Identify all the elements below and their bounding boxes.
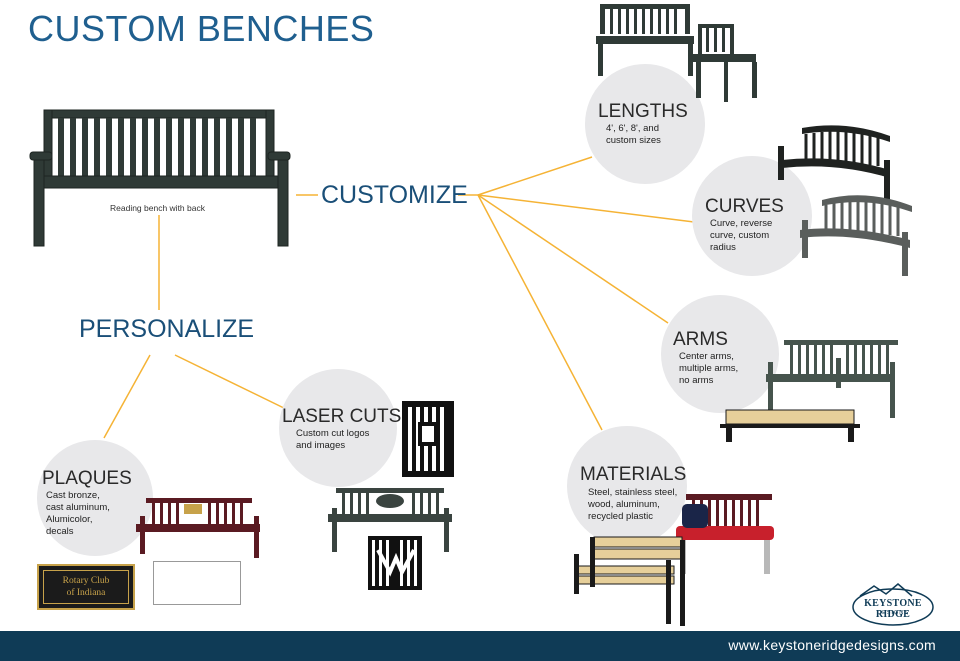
circle-curves [692, 156, 812, 276]
page-title: CUSTOM BENCHES [28, 8, 375, 49]
footer-website-url[interactable]: www.keystoneridgedesigns.com [728, 637, 936, 653]
materials-description: Steel, stainless steel, wood, aluminum, … [588, 487, 678, 522]
arms-title: ARMS [673, 329, 728, 350]
circle-materials [567, 426, 687, 546]
hero-bench-image [29, 109, 291, 247]
connector-lines [103, 156, 695, 439]
rotary-club-plaque-border: Rotary Club of Indiana [43, 570, 129, 604]
personalize-hub-label: PERSONALIZE [79, 315, 255, 343]
curves-description: Curve, reverse curve, custom radius [710, 218, 773, 253]
logo-subtext: DESIGNS [877, 610, 909, 616]
laser-cut-images [328, 401, 454, 590]
lengths-bench-images [596, 4, 757, 102]
materials-title: MATERIALS [580, 464, 687, 485]
arms-description: Center arms, multiple arms, no arms [679, 351, 739, 386]
curves-title: CURVES [705, 196, 784, 217]
circle-lengths [585, 64, 705, 184]
lengths-description: 4', 6', 8', and custom sizes [606, 123, 661, 146]
rotary-club-plaque: Rotary Club of Indiana [37, 564, 135, 610]
plaques-title: PLAQUES [42, 468, 132, 489]
laser-cuts-title: LASER CUTS [282, 406, 402, 427]
plaques-description: Cast bronze, cast aluminum, Alumicolor, … [46, 490, 110, 537]
rotary-club-plaque-text: Rotary Club of Indiana [62, 576, 110, 598]
hero-bench-caption: Reading bench with back [110, 203, 205, 213]
laser-cuts-description: Custom cut logos and images [296, 428, 370, 451]
keystone-ridge-logo-emblem [852, 583, 934, 626]
customize-hub-label: CUSTOMIZE [321, 181, 468, 209]
curves-bench-images [778, 125, 912, 276]
footer-bar: www.keystoneridgedesigns.com [0, 631, 960, 661]
circle-arms [661, 295, 779, 413]
plaque-bench-image [136, 498, 260, 558]
decal-plaque-frame [153, 561, 241, 605]
arms-bench-images [720, 340, 898, 442]
lengths-title: LENGTHS [598, 101, 688, 122]
circle-laser-cuts [279, 369, 397, 487]
circle-plaques [37, 440, 153, 556]
logo-name: KEYSTONE RIDGE [864, 598, 922, 620]
materials-bench-images [574, 494, 774, 626]
